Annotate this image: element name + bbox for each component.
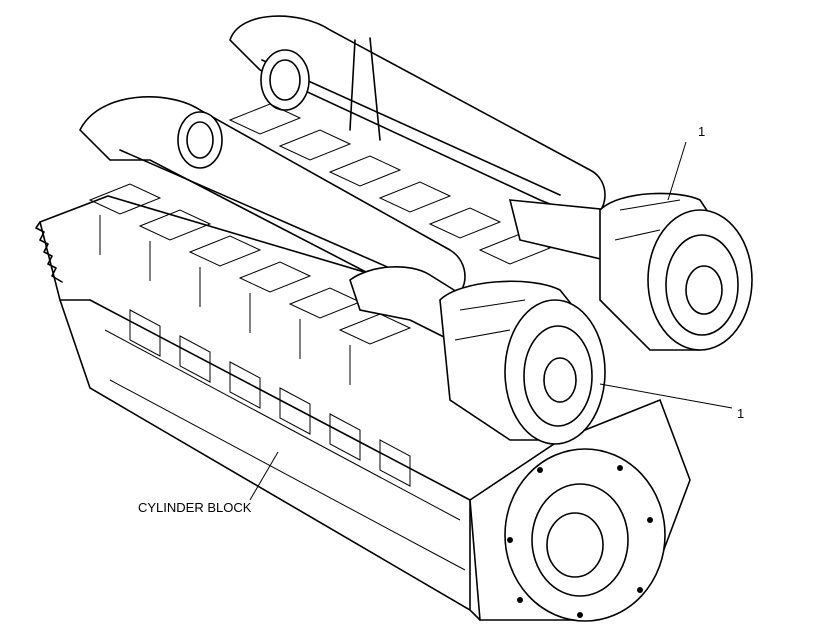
cylinder-block-label: CYLINDER BLOCK [138, 500, 252, 515]
callout-label-lower: 1 [737, 406, 744, 421]
flywheel-housing [469, 398, 691, 622]
callout-label-upper: 1 [698, 124, 705, 139]
cylinder-heads [88, 103, 552, 385]
intake-pipe [349, 199, 611, 342]
leader-line-lower [599, 383, 733, 409]
leader-line-cylinder-block [249, 451, 279, 501]
air-cleaner-front [439, 280, 606, 445]
exhaust-manifold-rear [229, 15, 606, 221]
air-cleaner-rear [599, 192, 753, 351]
leader-line-upper [667, 141, 687, 201]
